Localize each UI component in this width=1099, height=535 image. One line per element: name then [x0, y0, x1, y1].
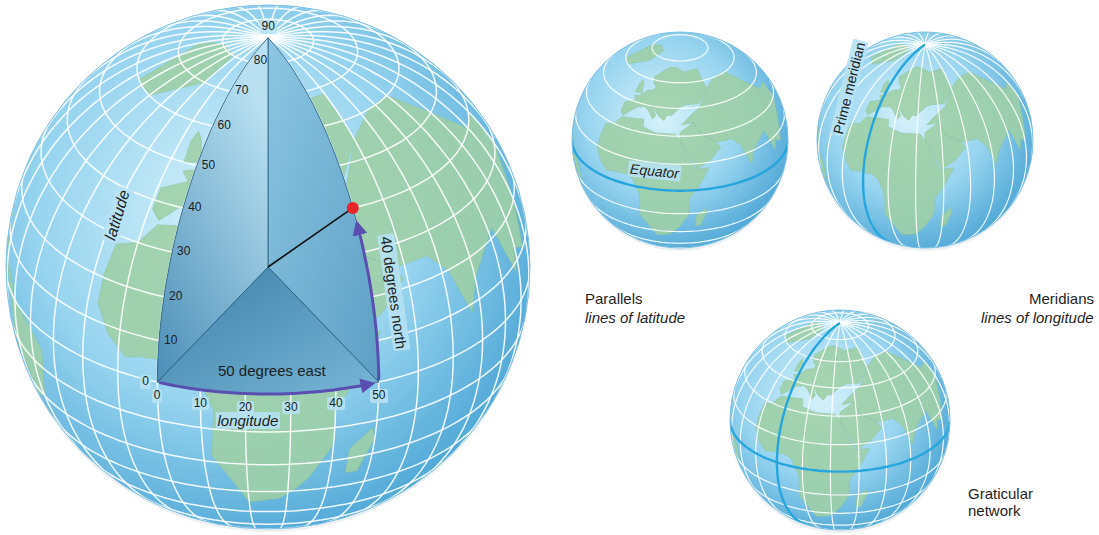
- globe-rim: [572, 32, 788, 248]
- meridian-line: [118, 38, 268, 514]
- arrow-label: 50 degrees east: [218, 362, 326, 379]
- arrow-label: 40 degrees north: [376, 233, 409, 352]
- longitude-tick: 50: [370, 389, 387, 403]
- meridian-line: [840, 323, 950, 438]
- meridian-line: [268, 27, 417, 52]
- latitude-tick: 90: [260, 20, 277, 34]
- ocean: [572, 32, 788, 248]
- parallels-globe: [572, 32, 788, 251]
- meridian-line: [840, 323, 887, 527]
- caption-text: Meridians: [1029, 290, 1094, 307]
- meridian-line: [268, 38, 483, 479]
- meridian-line: [916, 45, 925, 248]
- parallel-line: [730, 421, 950, 472]
- meridian-line: [840, 323, 859, 530]
- globe-rim: [6, 5, 530, 529]
- axis-label: latitude: [101, 186, 135, 245]
- meridian-line: [925, 32, 929, 45]
- latitude-tick: 0: [140, 375, 151, 389]
- longitude-tick: 30: [282, 401, 299, 415]
- meridian-line: [157, 38, 268, 523]
- parallel-line: [576, 109, 785, 164]
- globe-surface: [6, 5, 530, 529]
- ocean: [6, 5, 530, 529]
- meridian-line: [802, 323, 840, 529]
- meridian-line: [830, 323, 840, 530]
- meridian-line: [840, 323, 911, 522]
- globe-surface: [817, 32, 1032, 248]
- globe-surface: [572, 34, 788, 248]
- parallel-line: [572, 141, 788, 191]
- longitude-tick: 0: [152, 389, 163, 403]
- meridian-line: [840, 323, 930, 511]
- latitude-tick: 20: [169, 290, 182, 304]
- meridian-line: [756, 323, 840, 516]
- meridian-line: [268, 38, 379, 523]
- caption-text: lines of latitude: [585, 309, 685, 326]
- longitude-arrow: [159, 383, 372, 394]
- globe-surface: [730, 310, 950, 530]
- latitude-tick: 40: [188, 201, 201, 215]
- meridian-line: [732, 323, 840, 459]
- latitude-arrow: [357, 223, 379, 380]
- ocean: [730, 310, 950, 530]
- meridian-line: [925, 45, 994, 240]
- meridian-line: [888, 45, 925, 247]
- meridian-line: [840, 323, 942, 379]
- meridian-line: [925, 45, 1033, 158]
- equator-line: [572, 141, 788, 191]
- meridians-globe: [817, 32, 1033, 251]
- meridian-line: [840, 314, 873, 323]
- parallel-line: [616, 227, 744, 243]
- equator-line: [730, 421, 950, 472]
- latitude-tick: 10: [164, 334, 177, 348]
- latitude-tick: 60: [218, 119, 231, 133]
- prime-meridian-line: [863, 45, 925, 243]
- axis-label: longitude: [216, 412, 281, 429]
- meridian-line: [83, 38, 268, 501]
- location-dot: [347, 202, 359, 214]
- latitude-tick: 80: [254, 54, 267, 68]
- graticule-globe: [730, 310, 950, 533]
- cutaway-face: [157, 38, 268, 382]
- longitude-tick: 40: [327, 397, 344, 411]
- meridian-line: [754, 321, 840, 351]
- globe-rim: [817, 32, 1033, 248]
- radius-line: [268, 208, 353, 267]
- caption-text: Graticular network: [968, 485, 1068, 520]
- meridian-line: [840, 310, 845, 323]
- land-mass: [572, 45, 780, 235]
- cutaway-base: [157, 38, 378, 394]
- latitude-tick: 30: [177, 245, 190, 259]
- meridian-line: [840, 323, 943, 487]
- latitude-tick: 50: [202, 159, 215, 173]
- meridian-line: [925, 36, 958, 45]
- latitude-tick: 70: [235, 84, 248, 98]
- parallel-line: [626, 34, 734, 83]
- meridian-line: [925, 45, 944, 248]
- parallel-line: [652, 35, 708, 61]
- globe-rim: [730, 310, 950, 530]
- globe-label: Equator: [627, 160, 681, 182]
- cutaway-globe: [6, 5, 530, 532]
- parallel-line: [592, 202, 769, 232]
- caption-text: Parallels: [585, 290, 643, 307]
- meridian-line: [925, 45, 1027, 206]
- meridian-line: [732, 323, 840, 399]
- meridian-line: [925, 44, 1025, 99]
- longitude-tick: 10: [192, 397, 209, 411]
- caption-text: lines of longitude: [981, 309, 1094, 326]
- meridian-line: [268, 38, 418, 514]
- meridian-line: [925, 45, 971, 246]
- globe-label: Prime meridian: [829, 38, 868, 137]
- prime-meridian-line: [777, 323, 840, 524]
- parallel-line: [93, 462, 444, 512]
- meridian-line: [925, 45, 1014, 229]
- ocean: [817, 32, 1033, 248]
